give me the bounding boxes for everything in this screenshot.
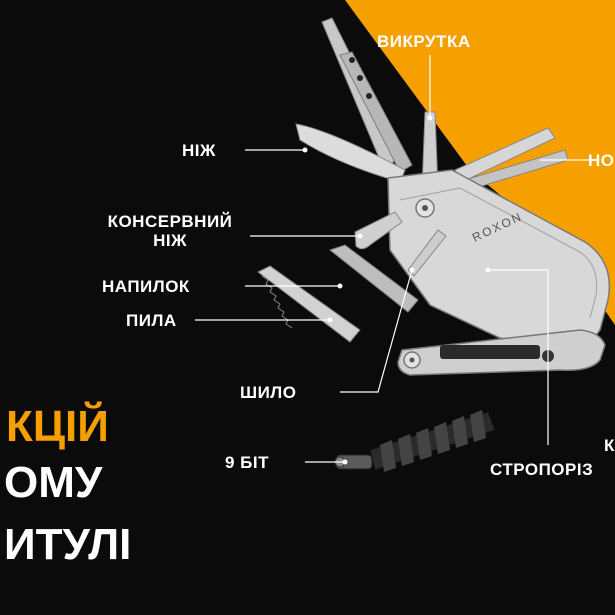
headline-line1: КЦІЙ <box>6 402 109 451</box>
awl-tool <box>407 229 447 277</box>
label-screwdriver: ВИКРУТКА <box>377 32 471 51</box>
saw-tool <box>257 265 361 343</box>
bit-set <box>334 410 496 472</box>
label-right-partial: К <box>604 436 615 455</box>
callout-dots <box>302 115 491 465</box>
callout-lines <box>195 55 590 463</box>
label-can-opener-line1: КОНСЕРВНИЙ <box>107 212 233 231</box>
headline-line2: ОМУ <box>4 458 103 507</box>
label-awl: ШИЛО <box>240 383 297 402</box>
headline-line3: ИТУЛІ <box>4 520 132 569</box>
label-file: НАПИЛОК <box>102 277 190 296</box>
label-scissors-partial: НО <box>588 151 615 170</box>
corkscrew-dark-insert <box>440 345 540 359</box>
label-bits: 9 БІТ <box>225 453 270 472</box>
label-strap-cutter: СТРОПОРІЗ <box>490 460 594 479</box>
label-knife: НІЖ <box>182 141 216 160</box>
file-tool <box>328 244 419 313</box>
plier-jaw-lower <box>339 51 413 173</box>
can-opener-tool <box>354 211 403 250</box>
label-saw: ПИЛА <box>126 311 177 330</box>
label-can-opener: КОНСЕРВНИЙ НІЖ <box>96 212 244 250</box>
label-can-opener-line2: НІЖ <box>153 231 187 250</box>
